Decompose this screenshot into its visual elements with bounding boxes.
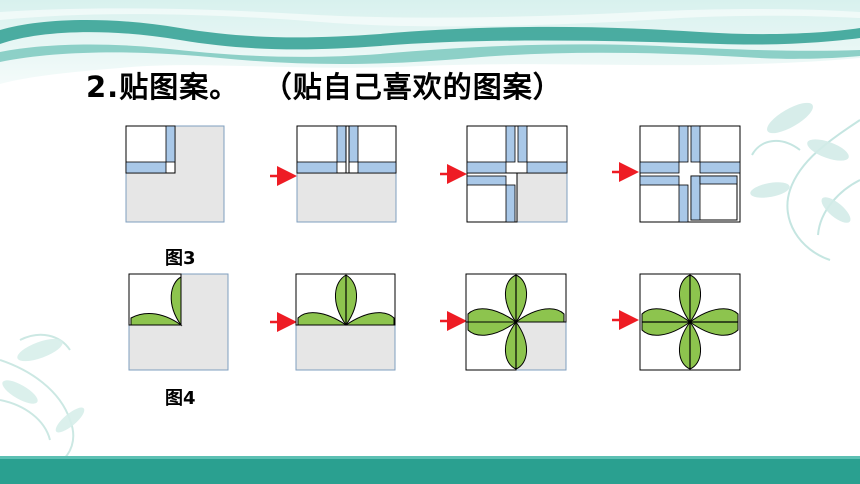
figure-4-label: 图4 xyxy=(165,388,196,409)
figure-3-step-2 xyxy=(296,125,397,223)
right-leaf-decoration xyxy=(750,102,851,223)
title-main: 2.贴图案。 xyxy=(86,70,240,104)
figure-4-step-2 xyxy=(295,273,396,371)
bottom-bar-highlight xyxy=(0,456,860,459)
banner-teal-wave-2 xyxy=(0,44,860,64)
banner-white-streak xyxy=(0,8,860,27)
figure-3-step-3 xyxy=(466,125,568,223)
bottom-bar xyxy=(0,456,860,484)
figure-4-step-1 xyxy=(128,273,229,371)
title-note: （贴自己喜欢的图案） xyxy=(277,70,563,104)
banner-teal-wave xyxy=(0,19,860,50)
figure-3-step-1 xyxy=(125,125,225,223)
figure-4-step-3 xyxy=(465,273,567,371)
left-leaf-decoration xyxy=(2,338,85,433)
figure-3-step-4 xyxy=(639,125,741,223)
slide-title: 2.贴图案。 （贴自己喜欢的图案） xyxy=(86,64,563,106)
figure-4-step-4 xyxy=(639,273,741,371)
figure-3-label: 图3 xyxy=(165,248,196,269)
